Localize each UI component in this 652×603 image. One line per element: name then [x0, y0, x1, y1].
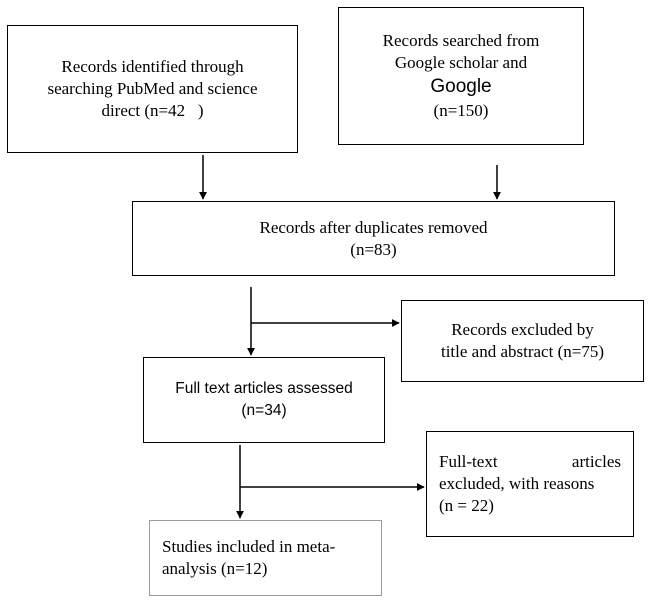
- box-studies-included: Studies included in meta- analysis (n=12…: [149, 520, 382, 596]
- included-line-1: Studies included in meta-: [162, 537, 336, 556]
- box-excluded-title-abstract: Records excluded by title and abstract (…: [401, 300, 644, 382]
- excluded-title-line-2: title and abstract (n=75): [440, 342, 604, 361]
- pubmed-line-3: direct (n=42 ): [101, 101, 204, 120]
- box-records-pubmed: Records identified through searching Pub…: [7, 25, 298, 153]
- google-line-3: Google: [430, 76, 492, 97]
- fulltext-line-2: (n=34): [241, 402, 287, 419]
- pubmed-line-1: Records identified through: [61, 57, 244, 76]
- google-line-1: Records searched from: [382, 31, 540, 50]
- excluded-fulltext-line-1-left: Full-text: [439, 452, 498, 471]
- box-duplicates-removed: Records after duplicates removed (n=83): [132, 201, 615, 276]
- excluded-fulltext-line-1: Full-text articles: [439, 451, 621, 473]
- box-full-text-assessed: Full text articles assessed (n=34): [143, 357, 385, 443]
- box-records-google: Records searched from Google scholar and…: [338, 7, 584, 145]
- box-excluded-full-text: Full-text articles excluded, with reason…: [426, 431, 634, 537]
- excluded-title-line-1: Records excluded by: [451, 320, 594, 339]
- fulltext-line-1: Full text articles assessed: [175, 380, 353, 397]
- google-line-2: Google scholar and: [394, 53, 528, 72]
- google-line-4: (n=150): [433, 101, 489, 120]
- pubmed-line-2: searching PubMed and science: [47, 79, 258, 98]
- excluded-fulltext-line-3: (n = 22): [439, 496, 494, 515]
- included-line-2: analysis (n=12): [162, 559, 268, 578]
- dedup-line-2: (n=83): [350, 239, 397, 259]
- excluded-fulltext-line-2: excluded, with reasons: [439, 474, 595, 493]
- dedup-line-1: Records after duplicates removed: [259, 217, 488, 237]
- excluded-fulltext-line-1-right: articles: [571, 452, 621, 471]
